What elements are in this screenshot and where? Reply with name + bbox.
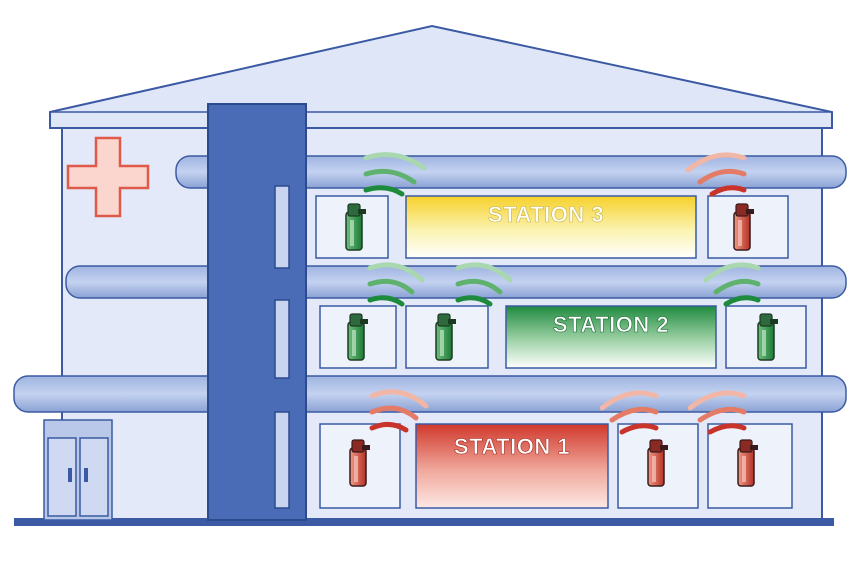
column-window-2 [274,299,290,379]
roof [49,24,833,129]
station-3-label: STATION 3 [488,202,604,227]
stairwell-column [207,103,307,521]
column-window-3 [274,185,290,269]
station-2-panel [505,305,717,369]
station-2-label: STATION 2 [553,312,669,337]
wireless-signal-icon [363,152,427,197]
wireless-signal-icon [685,152,747,197]
wireless-signal-icon [703,262,761,307]
column-window-1 [274,411,290,509]
wireless-signal-icon [599,390,659,435]
wireless-signal-icon [687,390,747,435]
red-cross-icon [66,136,150,218]
floor-band-3 [175,155,847,189]
station-1-panel [415,423,609,509]
wireless-signal-icon [455,262,513,307]
wireless-signal-icon [367,262,425,307]
wireless-signal-icon [369,389,429,433]
station-3-panel [405,195,697,259]
station-1-label: STATION 1 [454,434,570,459]
ground [14,518,834,526]
